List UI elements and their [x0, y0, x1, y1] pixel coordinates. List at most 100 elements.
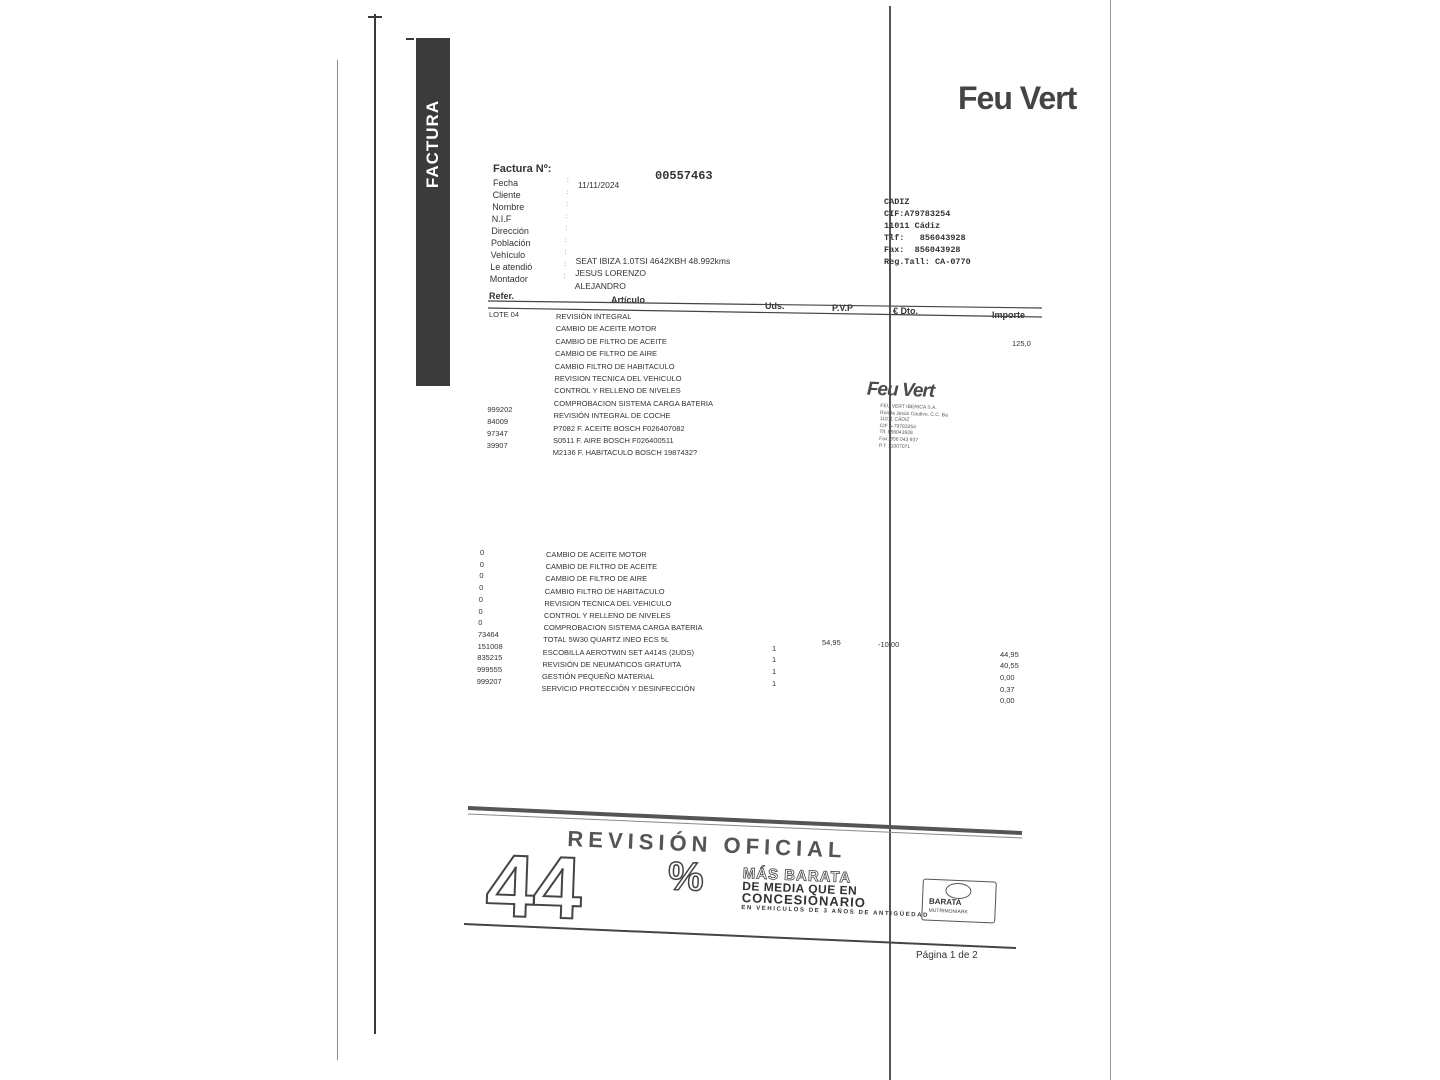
promo-44: 44 [483, 834, 582, 938]
col-uds: Uds. [765, 301, 785, 311]
feu-vert-logo: Feu Vert [958, 80, 1077, 116]
field-value: SEAT IBIZA 1.0TSI 4642KBH 48.992kms [575, 255, 731, 266]
field-label: Vehículo [490, 250, 526, 260]
table-row-desc: COMPROBACION SISTEMA CARGA BATERIA [543, 623, 703, 633]
shop-info: CADIZ CIF:A79783254 11011 Cádiz Tlf: 856… [884, 196, 971, 268]
table-row-desc: CAMBIO FILTRO DE HABITACULO [554, 361, 675, 371]
table-row-desc: TOTAL 5W30 QUARTZ INEO ECS 5L [543, 635, 670, 645]
table-row-importe: 0,37 [1000, 684, 1015, 694]
table-row-desc: ESCOBILLA AEROTWIN SET A414S (2UDS) [542, 647, 694, 657]
field-label: Dirección [491, 226, 529, 236]
table-row-desc: CONTROL Y RELLENO DE NIVELES [544, 611, 671, 620]
table-row-code: 0 [478, 594, 483, 604]
promo-percent: % [667, 854, 706, 901]
field-label: N.I.F [491, 214, 512, 224]
field-label: Población [491, 238, 531, 248]
table-row-desc: GESTIÓN PEQUEÑO MATERIAL [542, 672, 655, 681]
shop-tel: 856043928 [919, 233, 966, 243]
table-row-desc: CAMBIO DE ACEITE MOTOR [555, 324, 657, 334]
table-row-code: 0 [479, 571, 484, 581]
table-row-desc: REVISION TECNICA DEL VEHICULO [544, 598, 672, 608]
factura-side-label: FACTURA [423, 99, 442, 189]
shop-fax-row: Fax: 856043928 [884, 244, 971, 256]
table-row-code: 0 [480, 548, 485, 557]
col-pvp: P.V.P [832, 303, 854, 313]
table-row-qty: 1 [772, 667, 777, 676]
table-row-code: 835215 [477, 653, 503, 663]
table-row-code: 97347 [487, 429, 508, 438]
promo-frame [463, 806, 1023, 949]
field-separator: : [564, 250, 567, 256]
field-separator: : [565, 226, 568, 232]
page-number: Página 1 de 2 [916, 950, 978, 961]
table-row-importe: 125,0 [1012, 338, 1031, 348]
table-row-desc: S0511 F. AIRE BOSCH F026400511 [553, 436, 674, 445]
field-separator: : [565, 238, 567, 244]
field-separator: : [565, 214, 568, 220]
shop-fax-label: Fax: [884, 245, 905, 255]
field-value: JESUS LORENZO [575, 268, 647, 279]
table-row-qty: 1 [772, 655, 777, 665]
badge-top-text: BARATA [928, 896, 962, 908]
table-row-desc: COMPROBACION SISTEMA CARGA BATERIA [553, 398, 713, 408]
shop-reg-label: Reg.Tall: [884, 257, 930, 267]
table-row-desc: M2136 F. HABITACULO BOSCH 1987432? [552, 448, 698, 458]
table-row-desc: SERVICIO PROTECCIÓN Y DESINFECCIÓN [541, 684, 695, 694]
col-ref: Refer. [489, 291, 515, 301]
promo-text-block: MÁS BARATA DE MEDIA QUE EN CONCESIONARIO… [741, 865, 931, 920]
table-row-importe: 0,00 [1000, 696, 1015, 706]
col-importe: Importe [992, 310, 1026, 320]
table-row-code: 84009 [487, 417, 509, 427]
field-label: Montador [489, 274, 528, 284]
field-separator: : [564, 262, 566, 268]
table-row-desc: REVISION TECNICA DEL VEHICULO [554, 374, 682, 383]
shop-reg: CA-0770 [935, 257, 971, 267]
table-row-importe: 44,95 [1000, 649, 1019, 659]
table-row-desc: CONTROL Y RELLENO DE NIVELES [554, 386, 681, 396]
stamp-lines: FEU VERT IBERICA S.A.Ronda Jesús Cautivo… [879, 403, 948, 451]
shop-postal: 11011 Cádiz [884, 221, 941, 231]
table-row-code: 0 [478, 618, 483, 628]
field-separator: : [566, 202, 568, 208]
field-label: Le atendió [490, 262, 533, 272]
field-separator: : [563, 274, 566, 280]
field-label: Fecha [493, 178, 519, 188]
field-label: Cliente [492, 190, 521, 200]
invoice-number: 00557463 [655, 169, 713, 183]
field-separator: : [566, 190, 569, 196]
field-label: Nombre [492, 202, 525, 212]
scan-fold-line [889, 6, 891, 1080]
shop-tel-label: Tlf: [884, 233, 905, 243]
scan-left-edge-line [374, 14, 376, 1034]
scan-right-edge-line [1110, 0, 1111, 1080]
table-row-code: 999207 [476, 676, 502, 686]
field-separator: : [567, 178, 569, 184]
promo-badge: BARATA MUTRIMONIARK [921, 878, 997, 924]
table-row-qty: 1 [772, 678, 777, 688]
table-row-desc: CAMBIO DE ACEITE MOTOR [546, 550, 647, 559]
table-row-qty: 1 [772, 643, 777, 653]
col-dto: € Dto. [893, 306, 919, 316]
scan-left-outer-line [337, 60, 338, 1060]
shop-reg-row: Reg.Tall: CA-0770 [884, 256, 971, 268]
table-row-code: 0 [479, 583, 484, 593]
shop-fax: 856043928 [914, 245, 961, 255]
field-value: 11/11/2024 [578, 180, 620, 190]
shop-city: CADIZ [884, 197, 910, 207]
field-value: ALEJANDRO [574, 280, 626, 291]
table-row-pvp: 54,95 [822, 637, 841, 647]
store-stamp: Feu Vert FEU VERT IBERICA S.A.Ronda Jesú… [865, 379, 949, 452]
table-row-importe: 0,00 [1000, 673, 1015, 682]
table-row-importe: 40,55 [1000, 661, 1019, 671]
table-row-desc: CAMBIO DE FILTRO DE ACEITE [555, 336, 667, 346]
table-row-code: 151008 [477, 641, 503, 651]
table-row-code: 0 [479, 559, 484, 569]
table-row-code: 999202 [487, 405, 513, 415]
badge-bottom-text: MUTRIMONIARK [928, 907, 968, 916]
table-row-desc: CAMBIO DE FILTRO DE ACEITE [545, 562, 658, 572]
table-row-desc: REVISIÓN DE NEUMATICOS GRATUITA [542, 659, 682, 669]
table-row-desc: CAMBIO DE FILTRO DE AIRE [545, 574, 648, 584]
table-row-code: LOTE 04 [489, 310, 520, 319]
shop-tel-row: Tlf: 856043928 [884, 232, 971, 244]
table-row-desc: REVISIÓN INTEGRAL DE COCHE [553, 411, 671, 421]
